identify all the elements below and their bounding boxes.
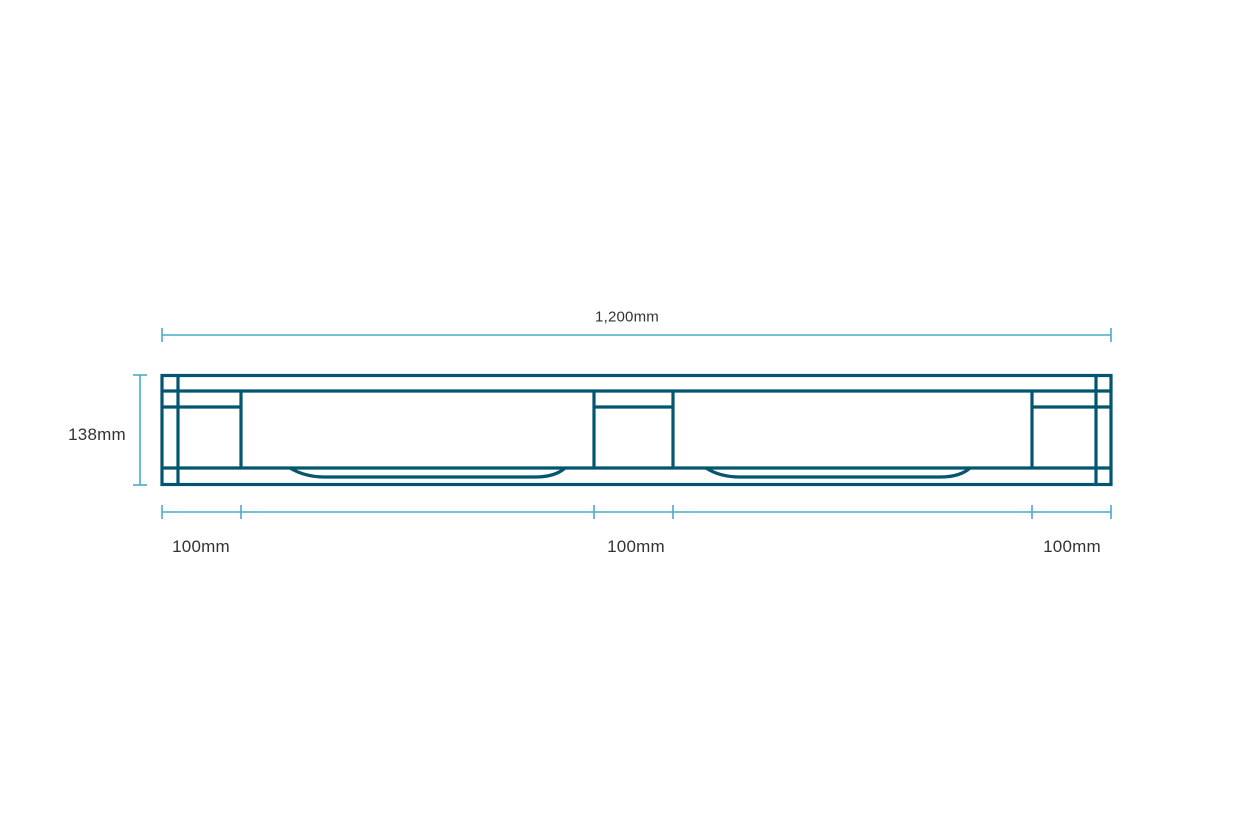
pallet-outer-frame xyxy=(160,373,1113,487)
height-label: 138mm xyxy=(68,425,126,444)
right-fork-recess xyxy=(705,466,972,479)
pallet-outline xyxy=(160,373,1113,487)
width-label: 1,200mm xyxy=(595,308,659,326)
middle-block-label: 100mm xyxy=(607,537,665,556)
dimension-lines xyxy=(133,328,1112,519)
right-block-label: 100mm xyxy=(1043,537,1101,556)
left-block-label: 100mm xyxy=(172,537,230,556)
left-fork-recess xyxy=(289,466,567,479)
